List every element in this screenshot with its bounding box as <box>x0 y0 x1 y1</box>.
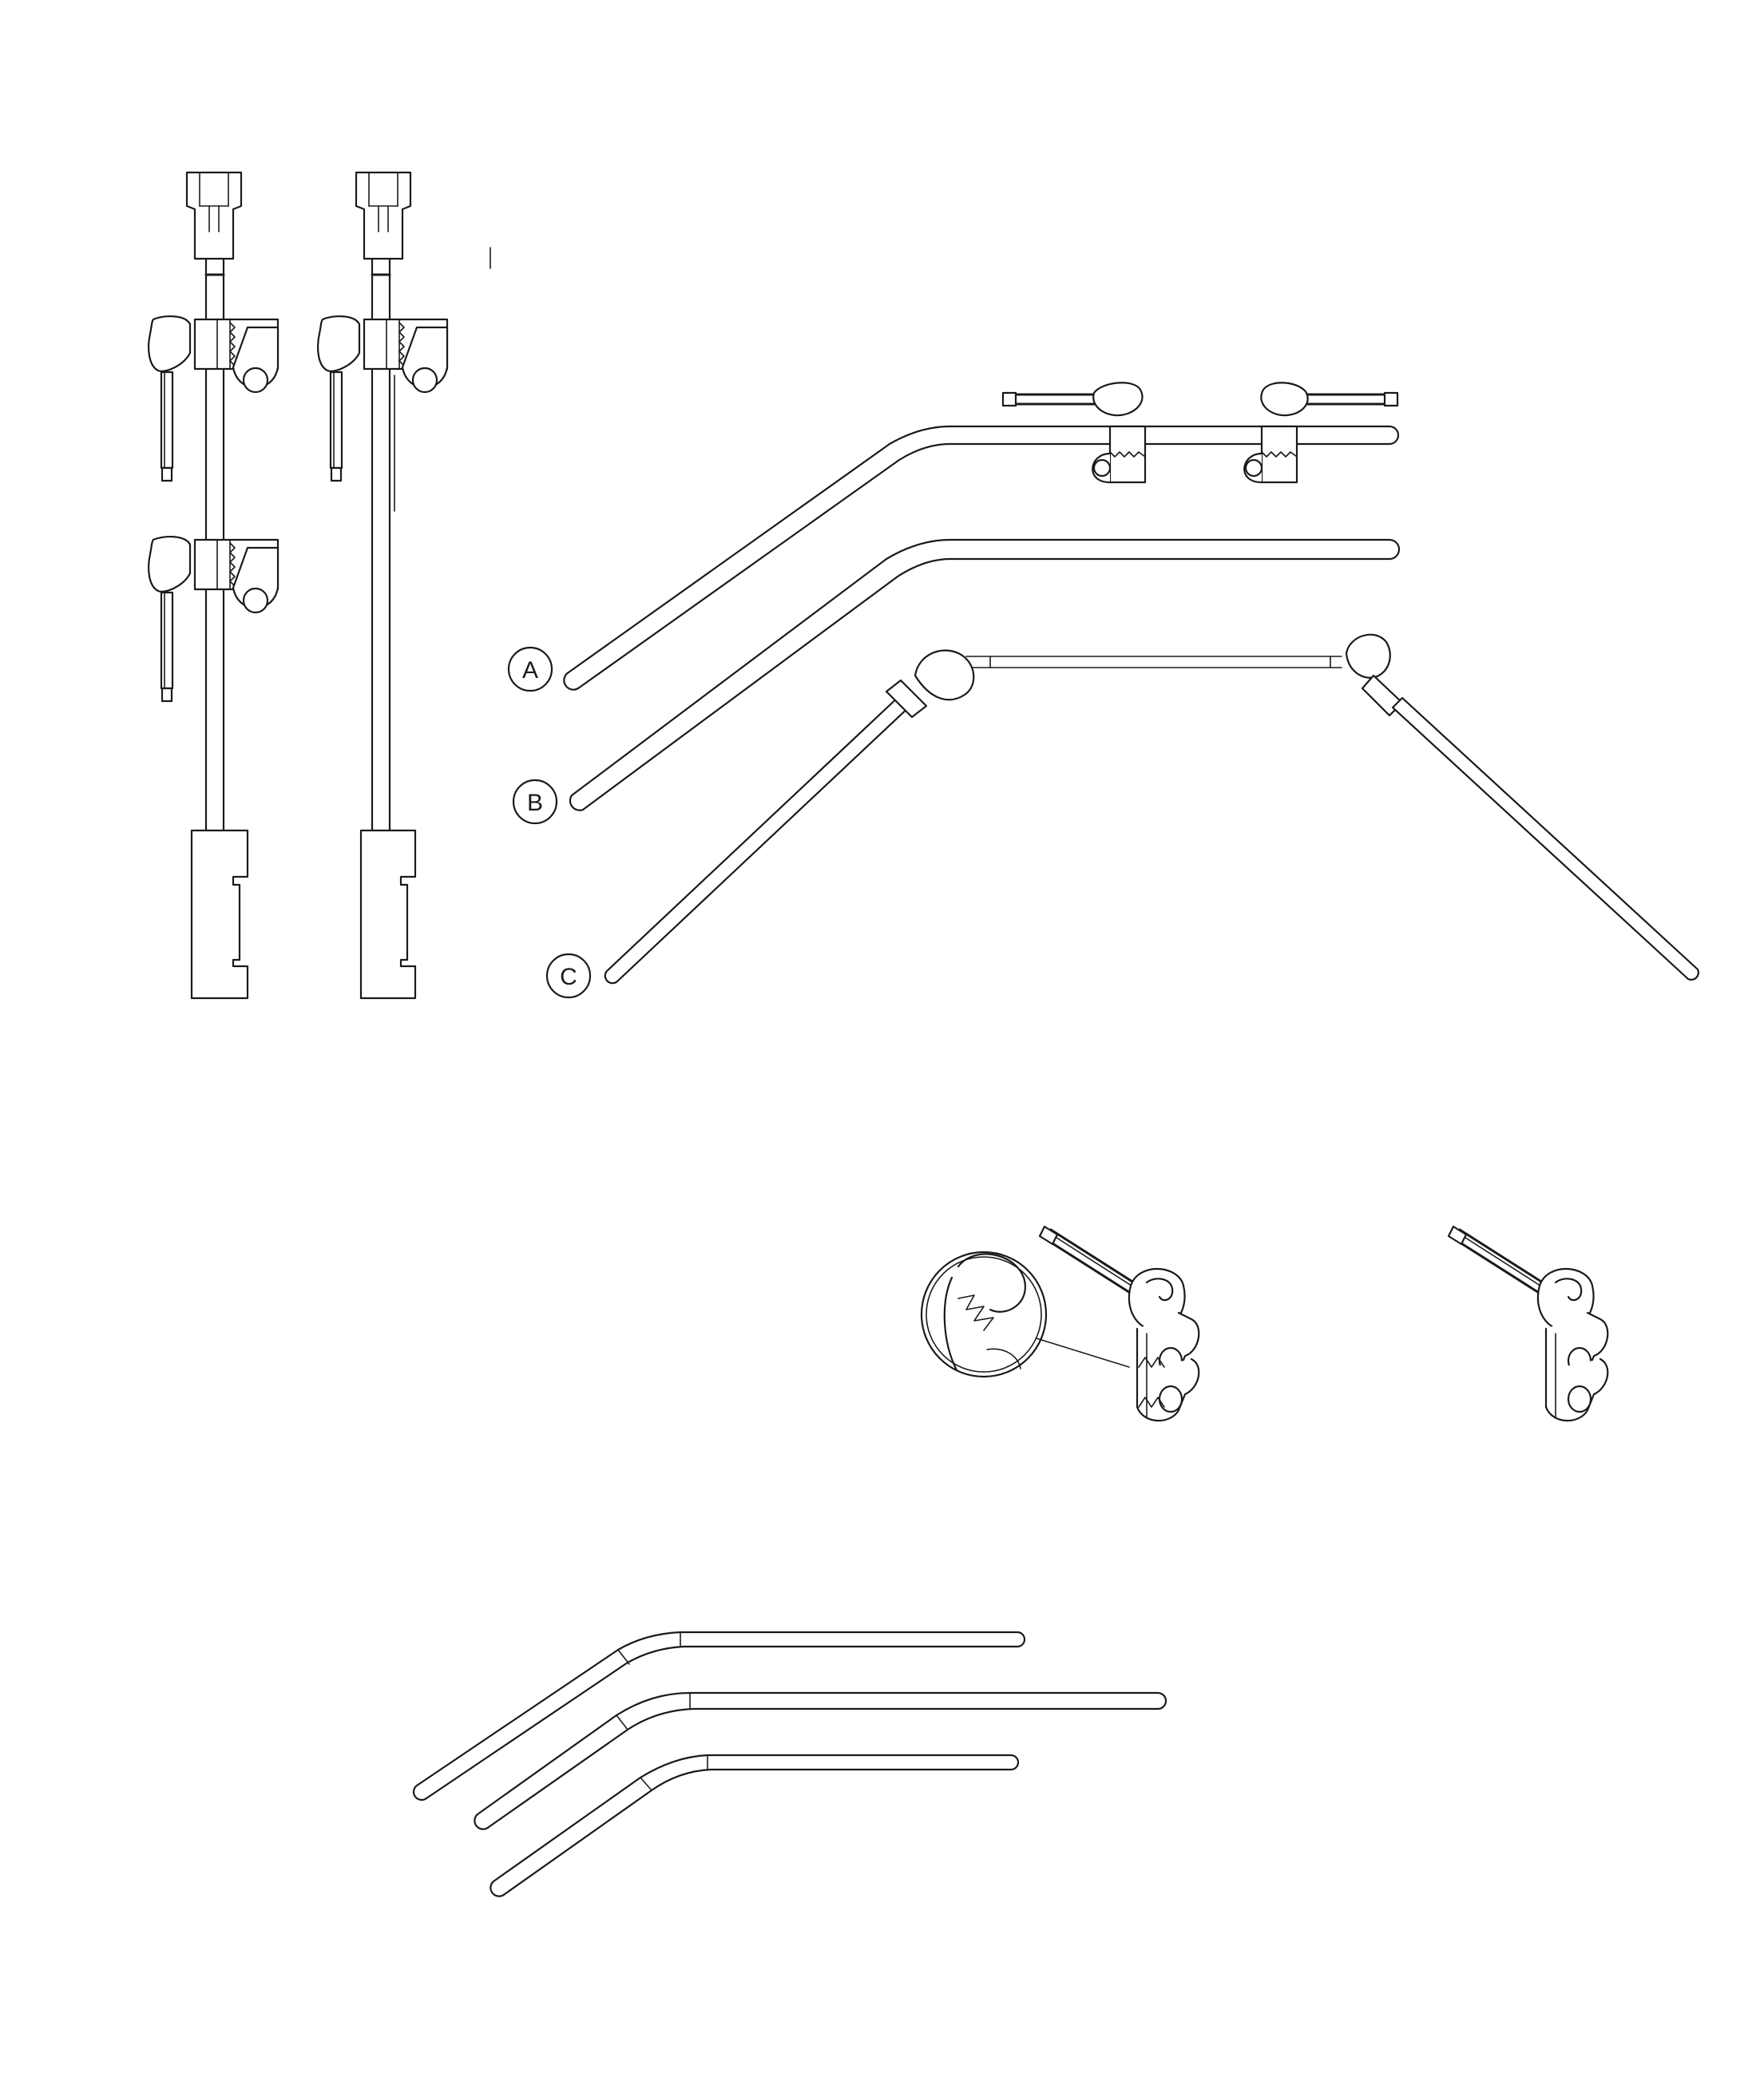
callout-c: C <box>545 953 592 999</box>
bent-bar-b <box>569 538 1401 811</box>
callout-label-b: B <box>527 790 543 816</box>
bent-bar-long-middle <box>474 1691 1167 1830</box>
bent-bar-c-articulated <box>604 633 1699 985</box>
bar-a-clamp-right <box>1243 382 1399 484</box>
bent-bar-a <box>563 382 1400 691</box>
vertical-retractor-bar-with-one-clamp <box>317 171 449 1000</box>
bar-a-clamp-left <box>1001 382 1147 484</box>
callout-label-c: C <box>560 964 577 990</box>
callout-a: A <box>507 646 553 692</box>
clamp-isometric-with-teeth <box>1038 1225 1200 1422</box>
clamp-isometric <box>1447 1225 1609 1422</box>
bent-bar-long-upper <box>412 1631 1026 1802</box>
vertical-retractor-bar-with-two-clamps <box>148 171 279 1000</box>
callout-b: B <box>512 779 558 825</box>
detail-magnifier <box>920 1251 1130 1378</box>
bent-bar-short-lower <box>490 1754 1020 1897</box>
callout-label-a: A <box>522 657 538 684</box>
